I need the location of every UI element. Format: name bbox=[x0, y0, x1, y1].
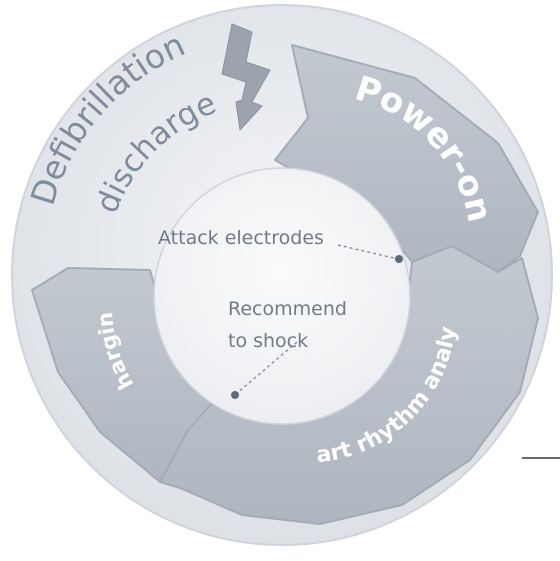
recommend-label-line2: to shock bbox=[228, 330, 308, 352]
inner-disc bbox=[153, 167, 411, 425]
attach-callout-line bbox=[337, 244, 399, 260]
recommend-callout-line bbox=[235, 341, 298, 395]
attach-point bbox=[395, 255, 403, 263]
attach-electrodes-label: Attack electrodes bbox=[158, 227, 324, 249]
recommend-point bbox=[231, 391, 239, 399]
recommend-label-line1: Recommend bbox=[228, 298, 347, 320]
lightning-bolt-icon bbox=[221, 23, 271, 132]
